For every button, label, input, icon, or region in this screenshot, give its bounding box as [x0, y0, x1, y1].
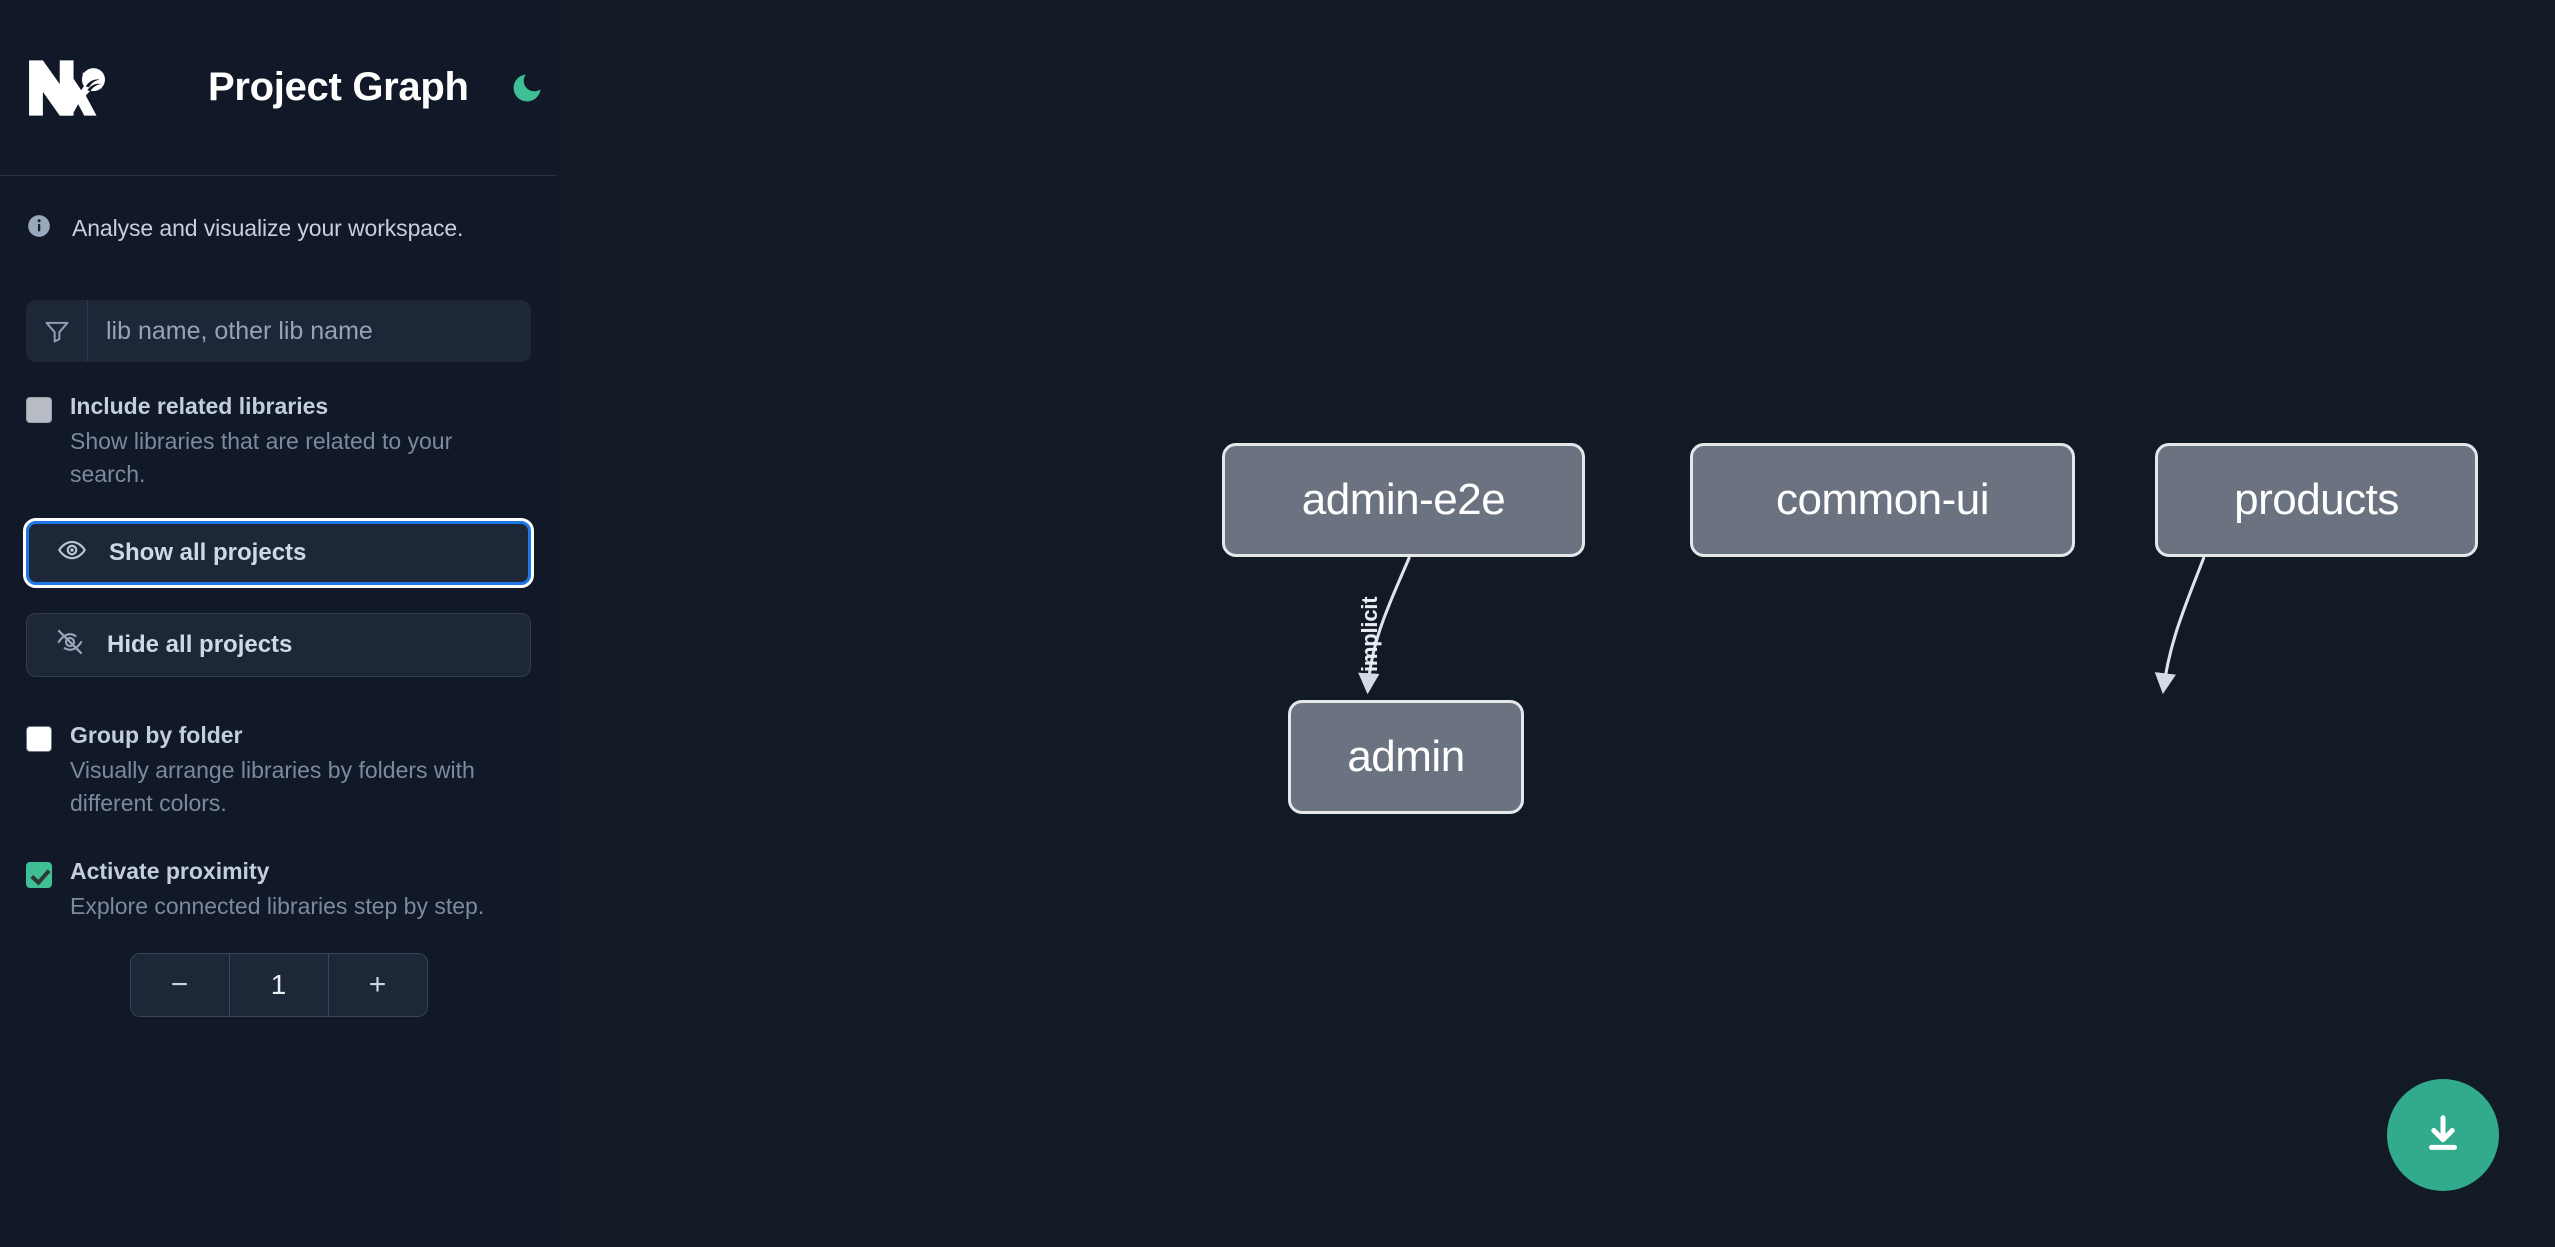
info-icon: [26, 213, 52, 244]
group-by-folder-checkbox[interactable]: [26, 726, 52, 753]
eye-off-icon: [55, 627, 85, 664]
option-include-related-libraries[interactable]: Include related libraries Show libraries…: [26, 392, 531, 490]
search-input[interactable]: [88, 300, 531, 362]
graph-node-admin-e2e[interactable]: admin-e2e: [1222, 443, 1585, 557]
group-by-folder-label: Group by folder: [70, 722, 243, 749]
graph-node-label: common-ui: [1775, 475, 1990, 524]
show-all-projects-label: Show all projects: [109, 539, 307, 567]
include-related-libraries-description: Show libraries that are related to your …: [70, 427, 453, 487]
activate-proximity-description: Explore connected libraries step by step…: [70, 893, 485, 920]
download-graph-button[interactable]: [2387, 1079, 2499, 1191]
show-all-projects-button[interactable]: Show all projects: [23, 518, 534, 589]
workspace-note-text: Analyse and visualize your workspace.: [72, 214, 464, 241]
sidebar: Project Graph Analyse and visualize your…: [0, 0, 591, 1247]
proximity-stepper: − 1 +: [26, 952, 531, 1017]
graph-canvas[interactable]: implicit implicit admin-e2e common-ui pr…: [557, 0, 2555, 1247]
page-title: Project Graph: [208, 65, 469, 109]
graph-node-common-ui[interactable]: common-ui: [1690, 443, 2075, 557]
search-box[interactable]: [26, 300, 531, 362]
hide-all-projects-button[interactable]: Hide all projects: [26, 613, 531, 678]
graph-node-label: admin: [1347, 732, 1465, 781]
proximity-decrement-button[interactable]: −: [130, 953, 229, 1016]
group-by-folder-description: Visually arrange libraries by folders wi…: [70, 757, 475, 816]
proximity-increment-button[interactable]: +: [328, 953, 427, 1016]
edge-label-admin-implicit: implicit: [1357, 596, 1382, 672]
graph-node-label: products: [2234, 475, 2399, 524]
option-activate-proximity[interactable]: Activate proximity Explore connected lib…: [26, 857, 531, 923]
filter-icon: [26, 300, 88, 362]
eye-icon: [57, 535, 87, 572]
download-icon: [2420, 1111, 2466, 1160]
include-related-libraries-checkbox[interactable]: [26, 397, 52, 423]
include-related-libraries-label: Include related libraries: [70, 393, 329, 419]
workspace-note: Analyse and visualize your workspace.: [0, 176, 557, 246]
nx-logo-icon: [26, 57, 118, 119]
sidebar-header: Project Graph: [0, 0, 557, 176]
graph-node-products[interactable]: products: [2155, 443, 2478, 557]
hide-all-projects-label: Hide all projects: [107, 631, 293, 659]
option-group-by-folder[interactable]: Group by folder Visually arrange librari…: [26, 721, 531, 819]
graph-node-admin[interactable]: admin: [1288, 700, 1524, 814]
sidebar-body: Include related libraries Show libraries…: [0, 300, 557, 1017]
graph-node-label: admin-e2e: [1301, 475, 1506, 524]
activate-proximity-checkbox[interactable]: [26, 862, 52, 889]
graph-edges: [1358, 556, 2206, 695]
activate-proximity-label: Activate proximity: [70, 858, 270, 885]
moon-icon[interactable]: [505, 66, 549, 110]
proximity-value: 1: [228, 953, 329, 1016]
